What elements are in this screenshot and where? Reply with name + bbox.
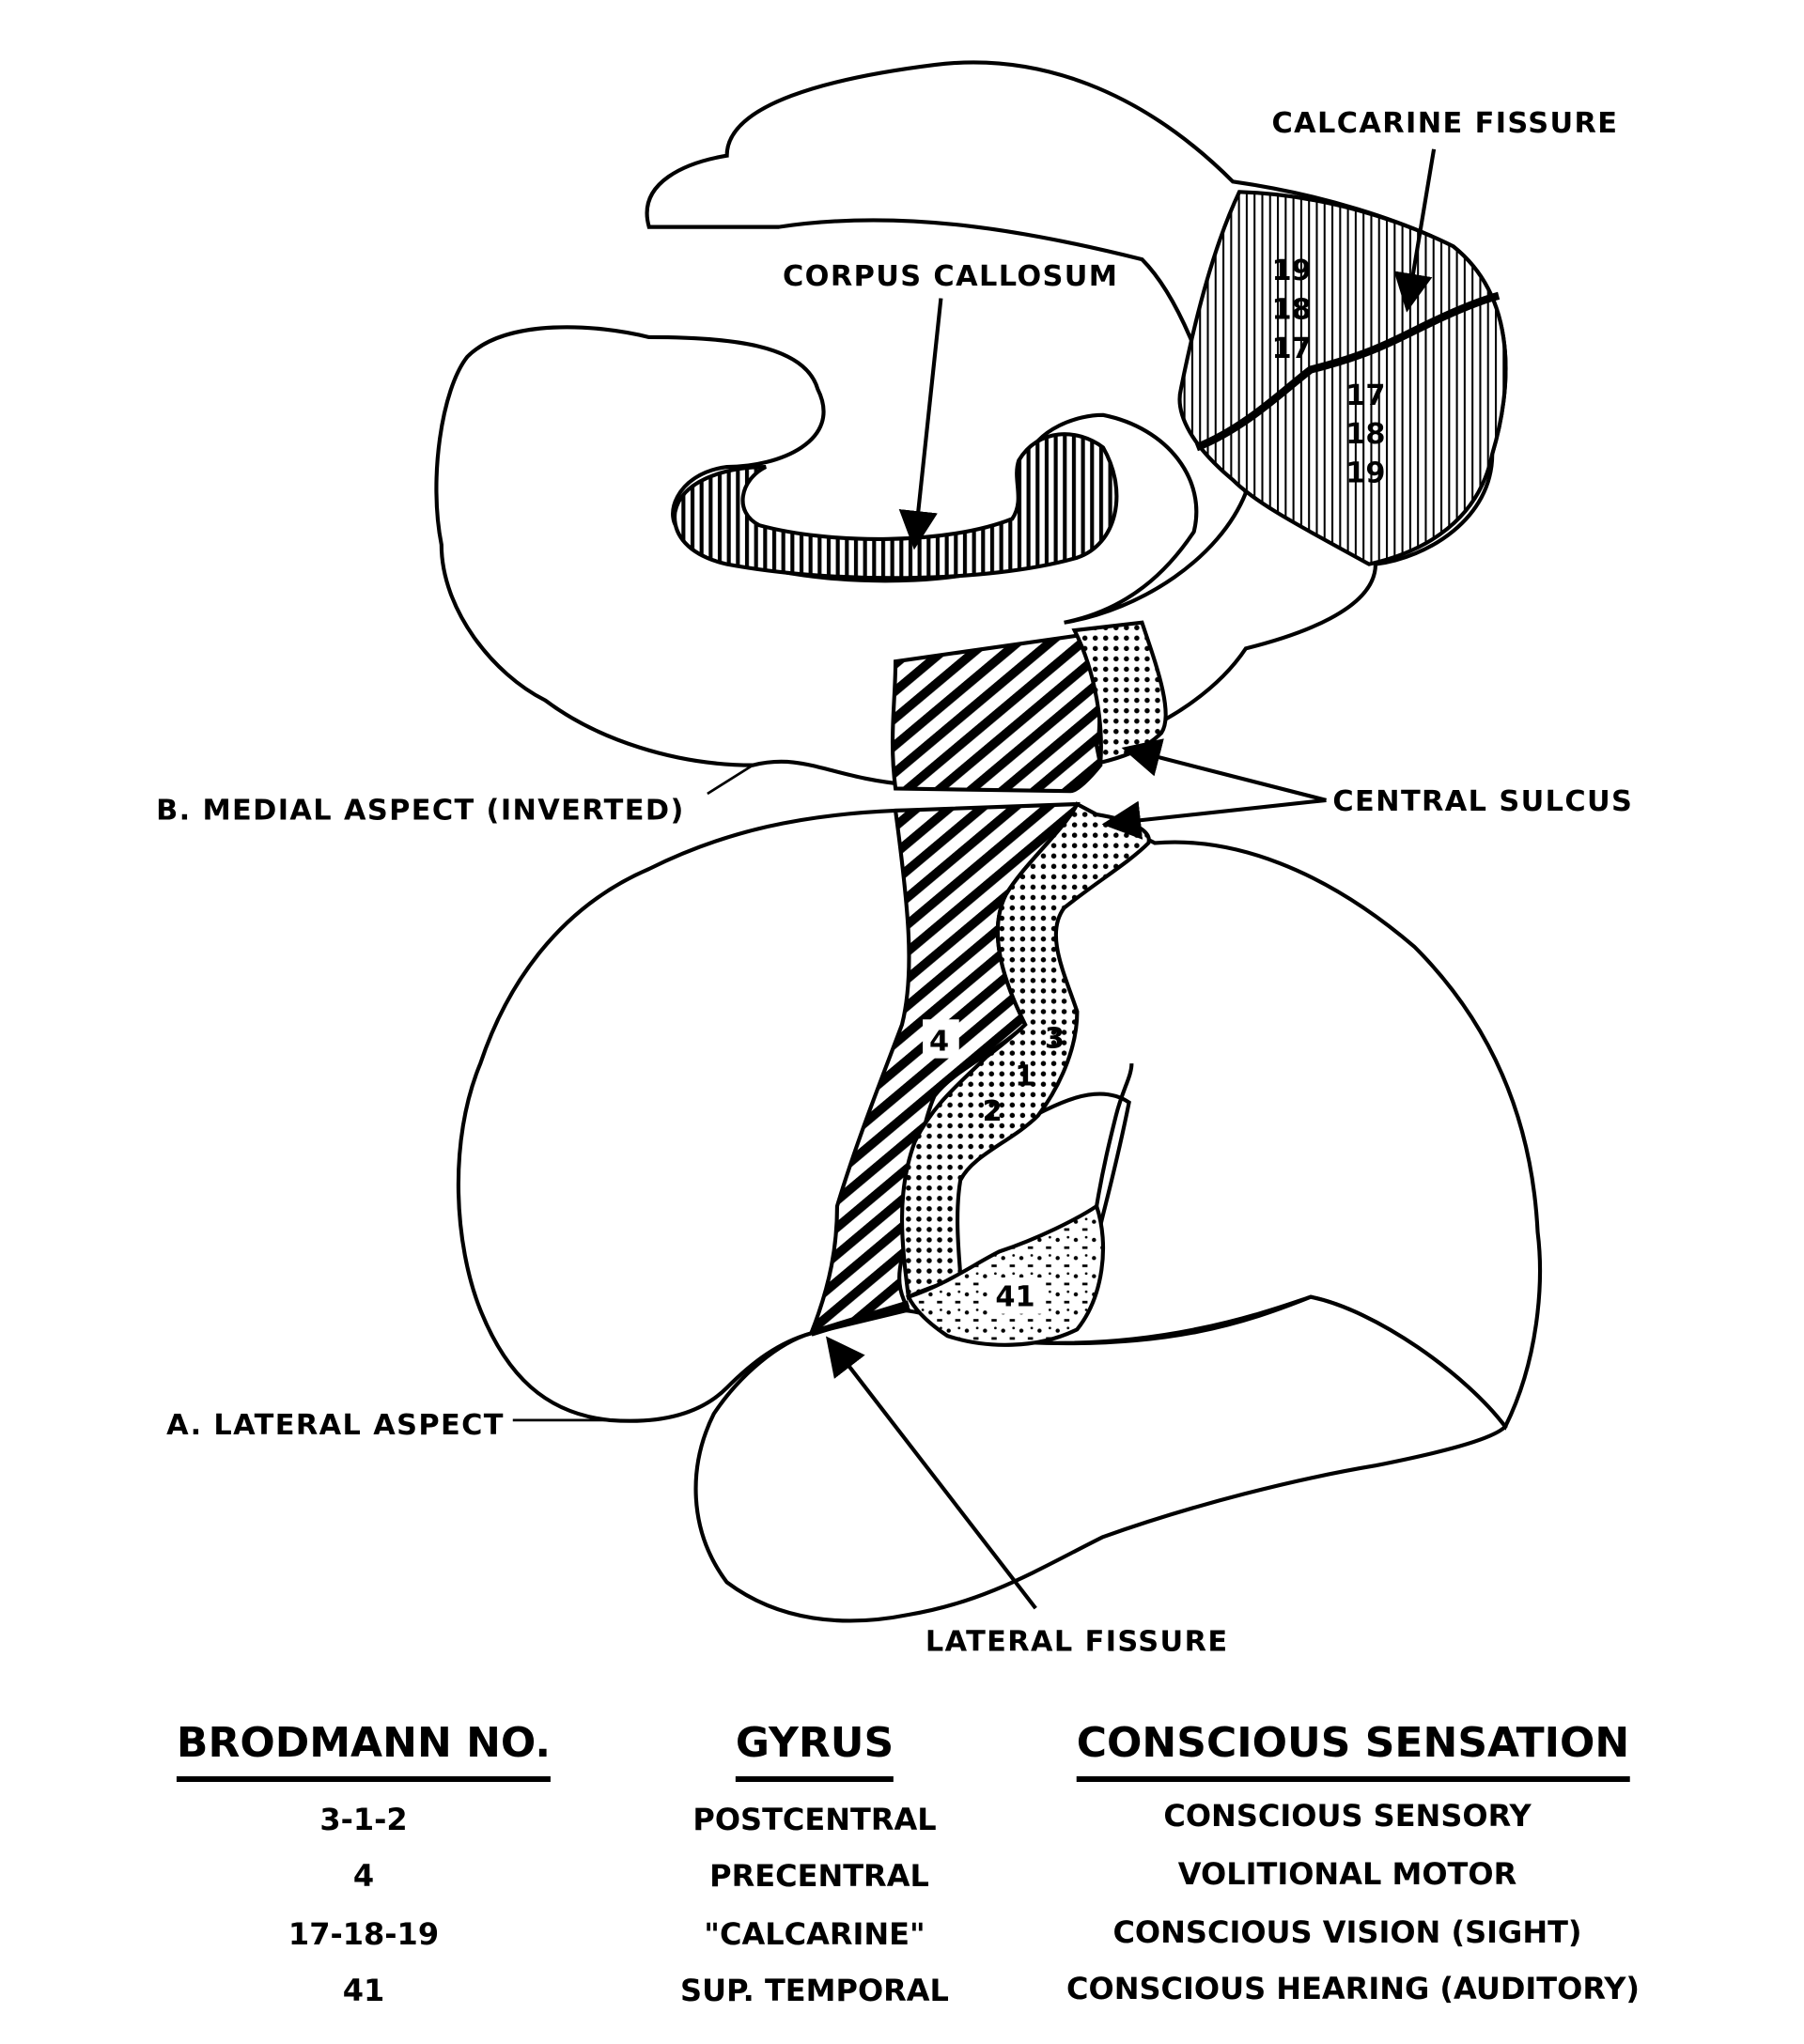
medial-aspect-label: B. MEDIAL ASPECT (INVERTED) <box>156 795 685 828</box>
area4-number: 4 <box>929 1025 949 1058</box>
table-cell: VOLITIONAL MOTOR <box>1177 1856 1517 1892</box>
calcarine-fissure-line <box>1194 291 1501 452</box>
central-sulcus-arrow-medial <box>1121 738 1328 802</box>
table-cell: CONSCIOUS VISION (SIGHT) <box>1112 1914 1582 1950</box>
area-number: 17 <box>1272 333 1312 365</box>
header-brodmann: BRODMANN NO. <box>176 1719 552 1782</box>
table-cell: CONSCIOUS SENSORY <box>1163 1798 1532 1834</box>
lateral-fissure-label: LATERAL FISSURE <box>925 1626 1229 1659</box>
calcarine-fissure-label: CALCARINE FISSURE <box>1272 107 1619 140</box>
table-cell: 4 <box>352 1858 375 1894</box>
header-gyrus: GYRUS <box>735 1719 894 1782</box>
lateral-fissure-line <box>810 1300 910 1337</box>
area1-number: 1 <box>1015 1061 1034 1093</box>
area-number: 17 <box>1345 379 1385 412</box>
medial-aspect-leader <box>707 764 754 796</box>
sylvian-branch <box>1095 1063 1134 1207</box>
area41-number: 41 <box>995 1280 1034 1313</box>
table-cell: "CALCARINE" <box>704 1916 925 1952</box>
calcarine-fissure-arrow <box>1393 148 1437 313</box>
lateral-fissure-arrow <box>826 1336 1037 1610</box>
table-cell: 17-18-19 <box>288 1916 440 1952</box>
table-cell: PRECENTRAL <box>709 1858 929 1894</box>
area2-number: 2 <box>983 1095 1003 1128</box>
corpus-callosum-arrow <box>898 298 943 550</box>
lateral-aspect-label: A. LATERAL ASPECT <box>166 1409 505 1442</box>
medial-area4 <box>890 630 1103 794</box>
corpus-callosum <box>673 432 1119 581</box>
area3-number: 3 <box>1045 1023 1065 1056</box>
area-numbers: 4 3 1 2 41 <box>923 1019 1065 1314</box>
medial-area-numbers: 19 18 17 17 18 19 <box>1272 255 1386 489</box>
area-number: 18 <box>1345 418 1385 451</box>
table-cell: 3-1-2 <box>319 1802 408 1837</box>
calcarine-area-medial <box>1177 190 1508 566</box>
area-number: 18 <box>1272 294 1312 327</box>
table-cell: 41 <box>342 1973 385 2008</box>
table-cell: CONSCIOUS HEARING (AUDITORY) <box>1066 1971 1640 2006</box>
table-cell: SUP. TEMPORAL <box>680 1973 949 2008</box>
central-sulcus-arrow-lateral <box>1101 797 1327 840</box>
header-sensation: CONSCIOUS SENSATION <box>1076 1719 1630 1782</box>
area-number: 19 <box>1272 255 1312 287</box>
temporal-lobe <box>693 1294 1508 1623</box>
corpus-callosum-label: CORPUS CALLOSUM <box>783 260 1118 293</box>
central-sulcus-label: CENTRAL SULCUS <box>1332 785 1633 818</box>
lateral-area41 <box>905 1202 1106 1347</box>
area-number: 19 <box>1345 457 1385 490</box>
table-cell: POSTCENTRAL <box>692 1802 937 1837</box>
